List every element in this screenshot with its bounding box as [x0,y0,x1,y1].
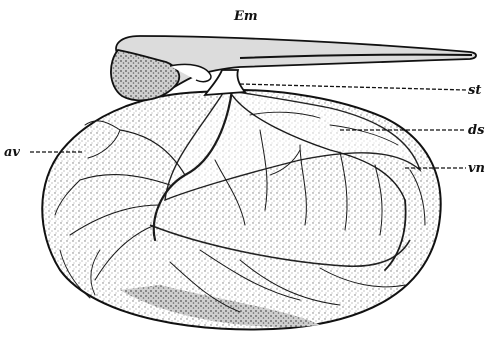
label-vn: vn [468,161,485,176]
label-ds: ds [468,123,485,138]
leader-st [240,84,466,90]
label-st: st [468,83,481,98]
yolk-stalk [205,70,245,95]
label-av: av [4,145,20,160]
label-em: Em [233,9,258,24]
